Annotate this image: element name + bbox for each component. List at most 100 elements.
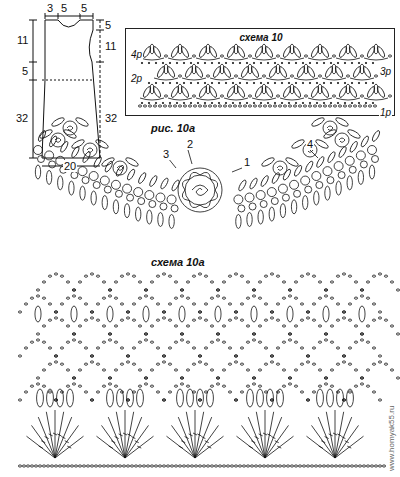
small-rose (273, 161, 287, 175)
ring-motif (245, 193, 254, 202)
treble-stitch (195, 412, 204, 458)
ring-motif (100, 176, 109, 185)
chain-stitch (372, 275, 375, 277)
chain-stitch (168, 275, 171, 277)
chain-stitch (126, 355, 129, 357)
chain-stitch (54, 273, 57, 275)
treble-stitch (186, 412, 195, 458)
chain-stitch (138, 325, 141, 327)
row-number: 2р (130, 73, 143, 84)
chain-stitch (346, 465, 349, 467)
treble-stitch (137, 446, 141, 448)
chain-stitch (24, 347, 27, 349)
leaf-stitch (102, 196, 107, 210)
chain-stitch (168, 363, 171, 365)
chain-stitch (324, 295, 327, 297)
chain-stitch (222, 281, 225, 283)
treble-stitch (205, 441, 209, 443)
treble-stitch (275, 441, 279, 443)
chain-stitch (126, 317, 129, 319)
chain-stitch (156, 275, 159, 277)
chain-stitch (306, 355, 309, 357)
slip-stitch (344, 102, 345, 103)
chain-stitch (282, 297, 285, 299)
slip-stitch (302, 82, 303, 83)
chain-stitch (90, 317, 93, 319)
chain-stitch (174, 465, 177, 467)
slip-stitch (267, 62, 268, 63)
chain-stitch (270, 311, 273, 313)
slip-stitch (218, 82, 219, 83)
chain-stitch (150, 369, 153, 371)
chain-stitch (186, 325, 189, 327)
dimension: 5 (80, 2, 88, 14)
slip-stitch (330, 82, 331, 83)
slip-stitch (323, 82, 324, 83)
chain-stitch (276, 95, 279, 97)
chain-stitch (18, 399, 21, 401)
chain-stitch (216, 289, 219, 291)
chain-stitch (42, 325, 45, 327)
leaf-stitch (349, 140, 359, 153)
treble-stitch (248, 417, 265, 458)
chain-stitch (144, 295, 147, 297)
chain-stitch (198, 317, 201, 319)
ring-motif (360, 161, 367, 168)
chain-stitch (138, 341, 141, 343)
chain-stitch (72, 289, 75, 291)
chain-stitch (78, 341, 81, 343)
slip-stitch (365, 82, 366, 83)
chain-stitch (332, 95, 335, 97)
chain-stitch (252, 383, 255, 385)
chain-stitch (36, 289, 39, 291)
chain-stitch (180, 383, 183, 385)
chain-stitch (70, 465, 73, 467)
leaf-stitch (369, 165, 374, 179)
chain-stitch (204, 319, 207, 321)
chain-stitch (198, 105, 201, 107)
chain-stitch (243, 105, 246, 107)
slip-stitch (218, 62, 219, 63)
treble-stitch (67, 446, 71, 448)
leaf-stitch (51, 116, 66, 128)
chain-stitch (186, 385, 189, 387)
chain-stitch (158, 465, 161, 467)
chain-stitch (60, 391, 63, 393)
chain-stitch (102, 369, 105, 371)
chain-stitch (180, 333, 183, 335)
chain-stitch (164, 55, 167, 57)
chain-stitch (198, 311, 201, 313)
slip-stitch (253, 102, 254, 103)
leaf-stitch (318, 44, 322, 54)
treble-stitch (108, 417, 125, 458)
chain-stitch (286, 465, 289, 467)
slip-stitch (281, 82, 282, 83)
chain-stitch (210, 465, 213, 467)
chain-stitch (306, 465, 309, 467)
chain-stitch (150, 297, 153, 299)
slip-stitch (330, 102, 331, 103)
chain-stitch (350, 465, 353, 467)
leaf-stitch (57, 389, 64, 407)
chain-stitch (258, 281, 261, 283)
chain-stitch (198, 361, 201, 363)
chain-stitch (282, 465, 285, 467)
treble-stitch (109, 446, 113, 448)
chain-stitch (186, 465, 189, 467)
chain-stitch (174, 369, 177, 371)
slip-stitch (190, 62, 191, 63)
leaf-stitch (318, 84, 322, 94)
leaf-stitch (234, 44, 238, 54)
chain-stitch (72, 333, 75, 335)
chain-stitch (114, 341, 117, 343)
chain-stitch (300, 275, 303, 277)
chain-stitch (342, 399, 345, 401)
chain-stitch (258, 325, 261, 327)
treble-stitch (135, 441, 139, 443)
leaf-stitch (374, 84, 378, 94)
chain-stitch (90, 311, 93, 313)
leaf-stitch (58, 176, 63, 190)
chain-stitch (54, 317, 57, 319)
chain-stitch (132, 319, 135, 321)
stitch-stroke (140, 98, 164, 100)
